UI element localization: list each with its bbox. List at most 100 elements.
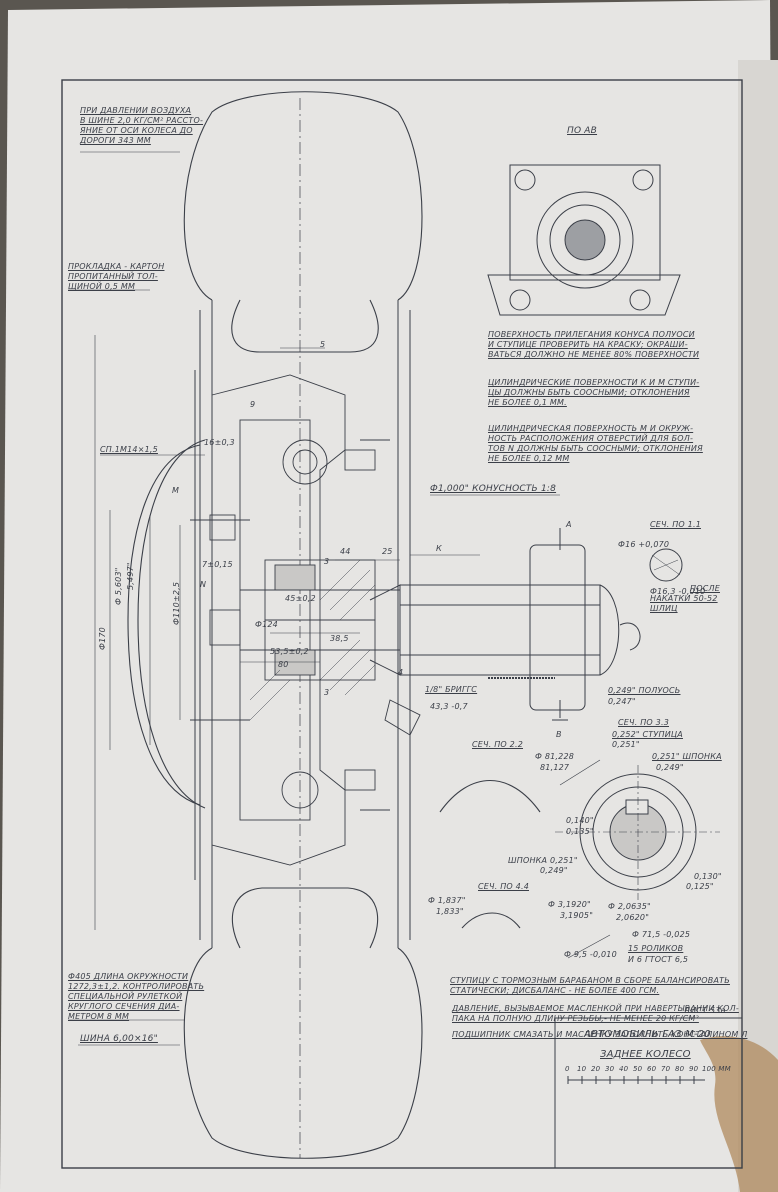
note-line: ЯНИЕ ОТ ОСИ КОЛЕСА ДО xyxy=(80,126,193,135)
label-3-upper: 3 xyxy=(324,557,330,566)
scale-50: 50 xyxy=(633,1065,643,1073)
hub-assembly xyxy=(190,374,421,866)
note-air-pressure: ПРИ ДАВЛЕНИИ ВОЗДУХА В ШИНЕ 2,0 КГ/СМ² Р… xyxy=(80,106,203,146)
view-ab xyxy=(487,164,681,316)
note-line: ЩИНОЙ 0,5 ММ xyxy=(68,282,136,291)
pp-polyos2: 0,247" xyxy=(608,697,636,706)
p-0130: 0,130" xyxy=(694,872,722,881)
hub-cap xyxy=(127,439,206,809)
section-arcs xyxy=(439,779,541,929)
note-line: КРУГЛОГО СЕЧЕНИЯ ДИА- xyxy=(68,1002,180,1011)
section-22-v2: 81,127 xyxy=(540,763,570,772)
note-line: ТОВ N ДОЛЖНЫ БЫТЬ СООСНЫМИ; ОТКЛОНЕНИЯ xyxy=(488,444,703,453)
note-tire: ШИНА 6,00×16" xyxy=(80,1034,158,1044)
hatching xyxy=(249,559,376,721)
note-line: СТАТИЧЕСКИ; ДИСБАЛАНС - НЕ БОЛЕЕ 400 ГСМ… xyxy=(450,986,660,995)
p-shponka2: 0,249" xyxy=(540,866,568,875)
note-line: ДОРОГИ 343 ММ xyxy=(80,136,151,145)
label-k: К xyxy=(436,544,442,553)
p-31905: 3,1905" xyxy=(560,911,594,920)
dim-d170: Ф170 xyxy=(98,627,107,650)
p-20635: Ф 2,0635" xyxy=(608,902,651,911)
paper-edge xyxy=(738,60,778,1192)
pp-stupica: 0,252" СТУПИЦА xyxy=(612,730,683,739)
scale-70: 70 xyxy=(661,1065,671,1073)
note-circumference: Ф405 ДЛИНА ОКРУЖНОСТИ 1272,3±1,2. КОНТРО… xyxy=(68,972,204,1022)
section-11-d16-3: Ф16,3 -0,010 xyxy=(650,587,706,596)
p-0135: 0,135" xyxy=(566,827,594,836)
note-cylinders: ЦИЛИНДРИЧЕСКИЕ ПОВЕРХНОСТИ К И М СТУПИ- … xyxy=(488,378,699,408)
note-cone: ПОВЕРХНОСТЬ ПРИЛЕГАНИЯ КОНУСА ПОЛУОСИ И … xyxy=(488,330,699,360)
dim-44: 44 xyxy=(340,547,351,556)
dim-5: 5 xyxy=(320,340,326,349)
scale-60: 60 xyxy=(647,1065,657,1073)
dim-briggs: 1/8" БРИГГС xyxy=(425,685,478,694)
rollers: 15 РОЛИКОВ xyxy=(628,944,684,953)
note-holes: ЦИЛИНДРИЧЕСКАЯ ПОВЕРХНОСТЬ М И ОКРУЖ- НО… xyxy=(488,424,703,464)
dim-d110: Ф110±2,5 xyxy=(172,581,181,625)
dim-45: 45±0,2 xyxy=(285,594,316,603)
scale-10: 10 xyxy=(577,1065,587,1073)
label-a: А xyxy=(566,520,572,529)
note-line: МЕТРОМ 8 ММ xyxy=(68,1012,130,1021)
note-line: 1272,3±1,2. КОНТРОЛИРОВАТЬ xyxy=(68,982,205,991)
p-20620: 2,0620" xyxy=(616,913,650,922)
dim-38-5: 38,5 xyxy=(330,634,349,643)
scale-90: 90 xyxy=(689,1065,699,1073)
vehicle-name: АВТОМОБИЛЬ ГАЗ М-20 xyxy=(584,1029,711,1040)
note-bearing: ПОДШИПНИК СМАЗАТЬ И МАСЛЕНКУ ЗАПОЛНИТЬ К… xyxy=(452,1030,748,1039)
dim-25: 25 xyxy=(382,547,393,556)
part-name: ЗАДНЕЕ КОЛЕСО xyxy=(600,1049,691,1060)
note-pressure: ДАВЛЕНИЕ, ВЫЗЫВАЕМОЕ МАСЛЕНКОЙ ПРИ НАВЕР… xyxy=(452,1004,739,1024)
note-line: ПОСЛЕ xyxy=(690,584,720,593)
note-line: И СТУПИЦЕ ПРОВЕРИТЬ НА КРАСКУ; ОКРАШИ- xyxy=(488,340,688,349)
label-n: N xyxy=(200,580,207,589)
note-line: ПОВЕРХНОСТЬ ПРИЛЕГАНИЯ КОНУСА ПОЛУОСИ xyxy=(488,330,695,339)
p-31920: Ф 3,1920" xyxy=(548,900,591,909)
p-95: Ф 9,5 -0,010 xyxy=(564,950,617,959)
dim-cone: Ф1,000" КОНУСНОСТЬ 1:8 xyxy=(430,484,557,494)
p-0140: 0,140" xyxy=(566,816,594,825)
dim-d5603: Ф 5,603" xyxy=(114,567,123,605)
section-22-title: СЕЧ. ПО 2.2 xyxy=(472,740,523,749)
section-44-title: СЕЧ. ПО 4.4 xyxy=(478,882,529,891)
pp-stupica2: 0,251" xyxy=(612,740,640,749)
note-line: ШЛИЦ xyxy=(650,604,678,613)
dimension-lines xyxy=(94,335,611,959)
note-line: Ф405 ДЛИНА ОКРУЖНОСТИ xyxy=(68,972,189,981)
dim-thread: СП.1М14×1,5 xyxy=(100,445,158,454)
tire-upper xyxy=(183,91,423,1158)
pp-shponka2: 0,249" xyxy=(656,763,684,772)
scale-0: 0 xyxy=(565,1065,570,1073)
dim-16: 16±0,3 xyxy=(204,438,235,447)
dim-d5497: 5,497" xyxy=(126,562,135,590)
axle-shaft xyxy=(369,530,641,718)
note-line: ПРОКЛАДКА - КАРТОН xyxy=(68,262,165,271)
section-11-title: СЕЧ. ПО 1.1 xyxy=(650,520,701,529)
drawing-frame xyxy=(61,79,743,1169)
note-balance: СТУПИЦУ С ТОРМОЗНЫМ БАРАБАНОМ В СБОРЕ БА… xyxy=(450,976,730,996)
note-line: ЦИЛИНДРИЧЕСКИЕ ПОВЕРХНОСТИ К И М СТУПИ- xyxy=(488,378,700,387)
dim-43-3: 43,3 -0,7 xyxy=(430,702,468,711)
dim-80: 80 xyxy=(278,660,289,669)
p-shponka: ШПОНКА 0,251" xyxy=(508,856,578,865)
note-line: СТУПИЦУ С ТОРМОЗНЫМ БАРАБАНОМ В СБОРЕ БА… xyxy=(450,976,730,985)
note-line: ПАКА НА ПОЛНУЮ ДЛИНУ РЕЗЬБЫ,- НЕ МЕНЕЕ 2… xyxy=(452,1014,699,1023)
rollers2: И 6 ГТОСТ 6,5 xyxy=(628,955,689,964)
label-m: М xyxy=(172,486,180,495)
section-33-title: СЕЧ. ПО 3.3 xyxy=(618,718,669,727)
p-715: Ф 71,5 -0,025 xyxy=(632,930,691,939)
section-11-after: ПОСЛЕ НАКАТКИ 50-52 ШЛИЦ xyxy=(650,584,720,614)
section-44-v2: 1,833" xyxy=(436,907,464,916)
dim-53-5: 53,5±0,2 xyxy=(270,647,309,656)
note-gasket: ПРОКЛАДКА - КАРТОН ПРОПИТАННЫЙ ТОЛ- ЩИНО… xyxy=(68,262,164,292)
title-block-frame xyxy=(554,1017,742,1168)
note-underlines xyxy=(68,151,185,1046)
label-b: В xyxy=(556,730,562,739)
scale-100: 100 ММ xyxy=(702,1065,731,1073)
note-line: В ШИНЕ 2,0 КГ/СМ² РАССТО- xyxy=(80,116,204,125)
scale-40: 40 xyxy=(619,1065,629,1073)
note-line: ВАТЬСЯ ДОЛЖНО НЕ МЕНЕЕ 80% ПОВЕРХНОСТИ xyxy=(488,350,700,359)
section-11 xyxy=(649,548,683,582)
pp-polyos: 0,249" ПОЛУОСЬ xyxy=(608,686,681,695)
